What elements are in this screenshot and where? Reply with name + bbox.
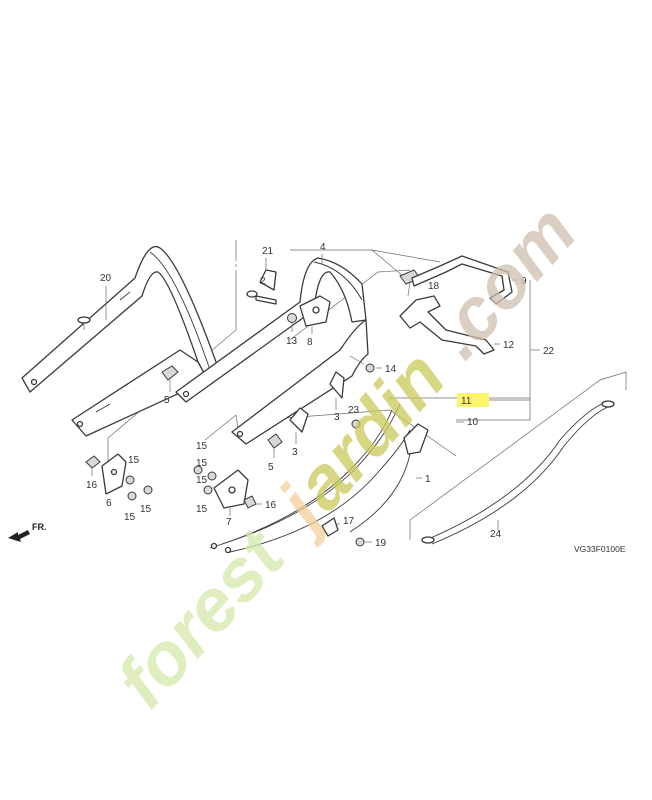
front-arrow-icon [8,530,30,542]
callout-14: 14 [385,364,397,375]
cable-clip [259,258,277,291]
callout-11: 11 [461,396,472,407]
clutch-lever [349,423,429,533]
screw-icon [355,537,372,547]
callout-15-f: 15 [196,475,208,486]
callout-2: 2 [260,276,266,287]
brake-lever [399,295,495,355]
bolt-icon [85,455,101,476]
callout-3-upper: 3 [334,412,340,423]
callout-1: 1 [425,474,431,485]
cable-grip [289,407,309,444]
callout-16-right: 16 [265,500,277,511]
lower-handle [21,246,225,437]
washer-icon [351,419,361,429]
callout-15-c: 15 [140,504,152,515]
callout-17: 17 [343,516,355,527]
eye-bolt [246,290,277,305]
bolt-icon [243,495,257,509]
control-bar [411,255,513,305]
pivot-plate-right [213,469,249,509]
callout-8: 8 [307,337,313,348]
bolt-icon [267,433,283,449]
callout-9: 9 [521,276,527,287]
bolt-icon [349,355,375,373]
washer-icon [287,313,297,323]
callout-15-g: 15 [196,504,208,515]
svg-text:forest: forest [100,512,301,723]
cable-grip [329,371,345,410]
callout-16-left: 16 [86,480,98,491]
callout-19: 19 [375,538,387,549]
bolt-icon [161,365,179,392]
callout-6: 6 [106,498,112,509]
highlight-part-11 [457,393,489,407]
diagram-code: VG33F0100E [574,544,626,554]
pivot-plate-left [101,453,127,495]
callout-3-lower: 3 [292,447,298,458]
callout-20: 20 [100,273,112,284]
cable-clamp [321,517,339,537]
callout-4: 4 [320,242,326,253]
callout-13: 13 [286,336,298,347]
nut-icon [125,475,153,501]
callout-12: 12 [503,340,515,351]
callout-24: 24 [490,529,502,540]
throttle-cable [209,403,411,554]
callout-10: 10 [467,417,479,428]
callout-15-e: 15 [196,458,208,469]
callout-18: 18 [428,281,440,292]
callout-5-left: 5 [164,395,170,406]
callout-21: 21 [262,246,274,257]
callout-15-b: 15 [124,512,136,523]
callout-7: 7 [226,517,232,528]
nut-icon [193,465,217,495]
front-label: FR. [32,522,47,532]
callout-5-right: 5 [268,462,274,473]
callout-22: 22 [543,346,555,357]
callout-23: 23 [348,405,360,416]
upper-handle [175,257,369,445]
drive-cable [421,400,615,545]
callout-15-a: 15 [128,455,140,466]
lever-bracket [299,295,331,327]
callout-15-d: 15 [196,441,208,452]
